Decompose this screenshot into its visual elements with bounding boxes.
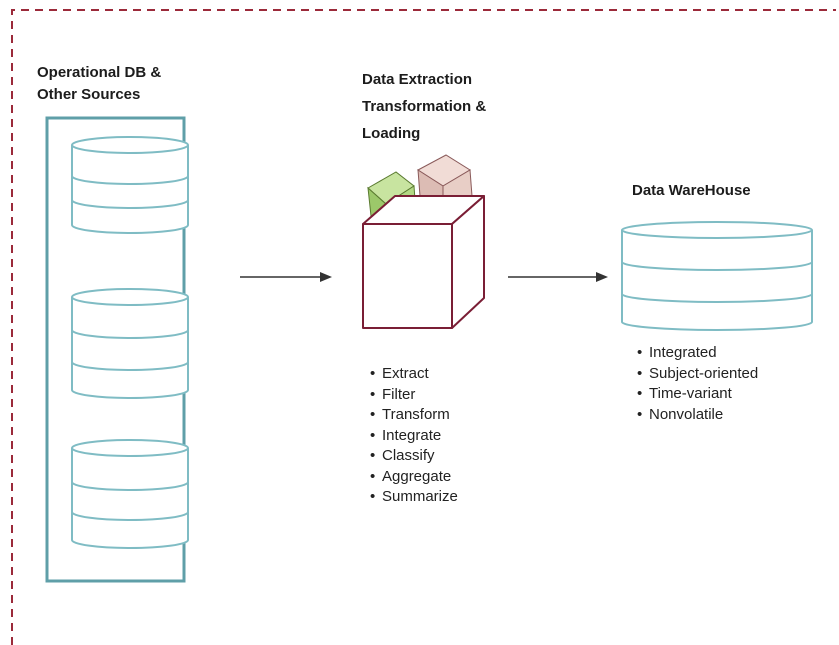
- warehouse-database-icon: [621, 221, 813, 331]
- list-item: Transform: [370, 405, 458, 426]
- list-item: Integrate: [370, 426, 458, 447]
- dashed-frame: [11, 9, 836, 645]
- source-database-icon: [71, 439, 189, 549]
- etl-steps-list: Extract Filter Transform Integrate Class…: [370, 364, 458, 508]
- source-database-icon: [71, 136, 189, 234]
- list-item: Extract: [370, 364, 458, 385]
- list-item: Summarize: [370, 487, 458, 508]
- source-database-icon: [71, 288, 189, 399]
- list-item: Aggregate: [370, 467, 458, 488]
- etl-title-line1: Data Extraction: [362, 71, 473, 88]
- warehouse-properties-list: Integrated Subject-oriented Time-variant…: [637, 343, 758, 425]
- etl-title-line3: Loading: [362, 125, 421, 142]
- list-item: Subject-oriented: [637, 364, 758, 385]
- etl-title-line2: Transformation &: [362, 98, 487, 115]
- list-item: Filter: [370, 385, 458, 406]
- arrow-icon: [508, 272, 608, 282]
- list-item: Nonvolatile: [637, 405, 758, 426]
- list-item: Integrated: [637, 343, 758, 364]
- arrow-icon: [240, 272, 332, 282]
- sources-title-line2: Other Sources: [37, 86, 141, 103]
- sources-title: Operational DB & Other Sources: [37, 62, 161, 106]
- etl-title: Data Extraction Transformation & Loading: [362, 66, 486, 147]
- warehouse-title: Data WareHouse: [632, 182, 751, 199]
- list-item: Classify: [370, 446, 458, 467]
- sources-title-line1: Operational DB &: [37, 64, 162, 81]
- etl-cube-icon: [362, 154, 485, 329]
- list-item: Time-variant: [637, 384, 758, 405]
